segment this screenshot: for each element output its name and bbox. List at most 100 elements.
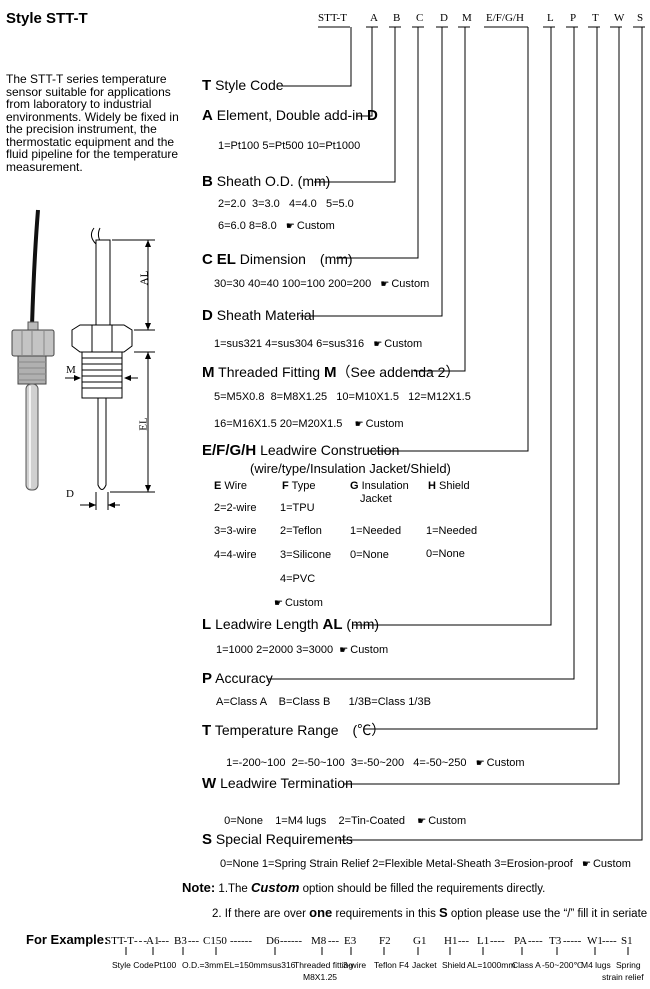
ex-code-h1: H1	[444, 935, 458, 947]
section-leadwire-construction: E/F/G/H Leadwire Construction	[202, 442, 400, 459]
code-efgh: E/F/G/H	[486, 12, 524, 24]
code-p: P	[570, 12, 577, 24]
dim-d-label: D	[66, 488, 74, 500]
sheath-od-options-row2: 6=6.0 8=8.0 Custom	[218, 220, 335, 232]
section-threaded-fitting: M Threaded Fitting M（See addenda 2）	[202, 364, 460, 381]
section-sheath-od: B Sheath O.D. (mm)	[202, 173, 331, 190]
code-t: T	[592, 12, 599, 24]
ex-desc-spring: Spring	[616, 960, 641, 970]
accuracy-options: A=Class A B=Class B 1/3B=Class 1/3B	[216, 696, 431, 708]
ex-desc-pt100: Pt100	[154, 960, 177, 970]
ex-dashes-10: -----	[563, 935, 582, 947]
ex-desc-m4: M4 lugs	[581, 960, 611, 970]
ex-desc-threaded: Threaded fitting	[294, 960, 354, 970]
ex-desc-class-a: Class A	[512, 960, 541, 970]
type-option-teflon: 2=Teflon	[280, 525, 322, 537]
insulation-option-needed: 1=Needed	[350, 525, 402, 537]
ex-dashes-2: ---	[158, 935, 169, 947]
code-b: B	[393, 12, 401, 24]
wire-option-2: 2=2-wire	[214, 502, 257, 514]
ex-dashes-11: ----	[602, 935, 617, 947]
type-option-pvc: 4=PVC	[280, 573, 316, 585]
sensor-photo	[11, 209, 55, 491]
type-option-tpu: 1=TPU	[280, 502, 315, 514]
ex-code-l1: L1	[477, 935, 490, 947]
type-option-silicone: 3=Silicone	[280, 549, 332, 561]
leadwire-construction-subtitle: (wire/type/Insulation Jacket/Shield)	[250, 461, 451, 476]
note-line-1: Note: 1.The Custom option should be fill…	[182, 880, 546, 895]
dim-m-label: M	[66, 364, 76, 376]
col-wire-header: E Wire	[214, 480, 248, 492]
ex-code-s1: S1	[621, 935, 633, 947]
section-special-requirements: S Special Requirements	[202, 831, 353, 848]
element-options: 1=Pt100 5=Pt500 10=Pt1000	[218, 140, 361, 152]
special-requirements-options: 0=None 1=Spring Strain Relief 2=Flexible…	[220, 858, 631, 870]
ex-dashes-9: ----	[528, 935, 543, 947]
ex-desc-temp: -50~200℃	[542, 960, 583, 970]
section-el-dimension: C EL Dimension (mm)	[202, 251, 353, 268]
ex-dashes-3: ---	[188, 935, 199, 947]
shield-option-none: 0=None	[426, 548, 465, 560]
type-option-custom: Custom	[274, 597, 323, 609]
ex-desc-od: O.D.=3mm	[182, 960, 224, 970]
code-l: L	[547, 12, 554, 24]
section-leadwire-termination: W Leadwire Termination	[202, 775, 353, 792]
code-stt-t: STT-T	[318, 12, 347, 24]
ex-dashes-7: ---	[458, 935, 469, 947]
ex-dashes-4: ------	[230, 935, 252, 947]
ex-desc-sus316: sus316	[268, 960, 296, 970]
section-sheath-material: D Sheath Material	[202, 307, 315, 324]
threaded-fitting-options-row2: 16=M16X1.5 20=M20X1.5 Custom	[214, 418, 404, 430]
ex-desc-3wire: 3-wire	[343, 960, 367, 970]
ex-dashes-6: ---	[328, 935, 339, 947]
section-temperature-range: T Temperature Range (℃）	[202, 722, 386, 739]
ex-desc-al: AL=1000mm	[467, 960, 516, 970]
example-ticks	[125, 947, 629, 955]
product-description: The STT-T series temperature sensor suit…	[6, 72, 179, 174]
ex-code-stt-t: STT-T	[105, 935, 134, 947]
note-line-2: 2. If there are over one requirements in…	[212, 905, 648, 920]
ex-code-g1: G1	[413, 935, 427, 947]
shield-option-needed: 1=Needed	[426, 525, 478, 537]
sheath-material-options: 1=sus321 4=sus304 6=sus316 Custom	[214, 338, 422, 350]
code-m: M	[462, 12, 472, 24]
ex-code-t3: T3	[549, 935, 562, 947]
threaded-fitting-options-row1: 5=M5X0.8 8=M8X1.25 10=M10X1.5 12=M12X1.5	[214, 391, 471, 403]
sheath-od-options-row1: 2=2.0 3=3.0 4=4.0 5=5.0	[218, 198, 354, 210]
ex-desc-threaded-size: M8X1.25	[303, 972, 338, 982]
code-d: D	[440, 12, 448, 24]
leadwire-termination-options: 0=None 1=M4 lugs 2=Tin-Coated Custom	[218, 803, 466, 827]
ex-code-w1: W1	[587, 935, 603, 947]
ex-code-b3: B3	[174, 935, 187, 947]
temperature-range-options: 1=-200~100 2=-50~100 3=-50~200 4=-50~250…	[220, 745, 524, 769]
ex-desc-el: EL=150mm	[224, 960, 268, 970]
col-shield-header: H Shield	[428, 480, 470, 492]
ex-code-c150: C150	[203, 935, 227, 947]
ex-code-d6: D6	[266, 935, 280, 947]
ex-dashes-5: ------	[280, 935, 302, 947]
section-leadwire-length: L Leadwire Length AL (mm)	[202, 616, 380, 633]
dimension-arrows	[74, 240, 151, 508]
page-title: Style STT-T	[6, 10, 88, 27]
ex-desc-shield: Shield	[442, 960, 466, 970]
code-s: S	[637, 12, 644, 24]
col-insulation-header-line2: Jacket	[360, 493, 392, 505]
leadwire-length-options: 1=1000 2=2000 3=3000 Custom	[216, 644, 388, 656]
example-label: For Example:	[26, 932, 109, 947]
ex-code-e3: E3	[344, 935, 357, 947]
ex-desc-spring-2: strain relief	[602, 972, 644, 982]
section-element: A Element, Double add-in D	[202, 107, 378, 124]
el-dimension-options: 30=30 40=40 100=100 200=200 Custom	[214, 278, 429, 290]
dim-al-label: AL	[138, 270, 151, 286]
ex-dashes-1: ---	[134, 935, 148, 947]
ex-code-f2: F2	[379, 935, 391, 947]
code-c: C	[416, 12, 424, 24]
ex-code-m8: M8	[311, 935, 327, 947]
col-type-header: F Type	[282, 480, 316, 492]
wire-option-4: 4=4-wire	[214, 549, 257, 561]
code-a: A	[370, 12, 378, 24]
col-insulation-header: G Insulation	[350, 480, 409, 492]
ex-desc-style-code: Style Code	[112, 960, 154, 970]
ex-dashes-8: ----	[490, 935, 505, 947]
section-accuracy: P Accuracy	[202, 670, 273, 687]
